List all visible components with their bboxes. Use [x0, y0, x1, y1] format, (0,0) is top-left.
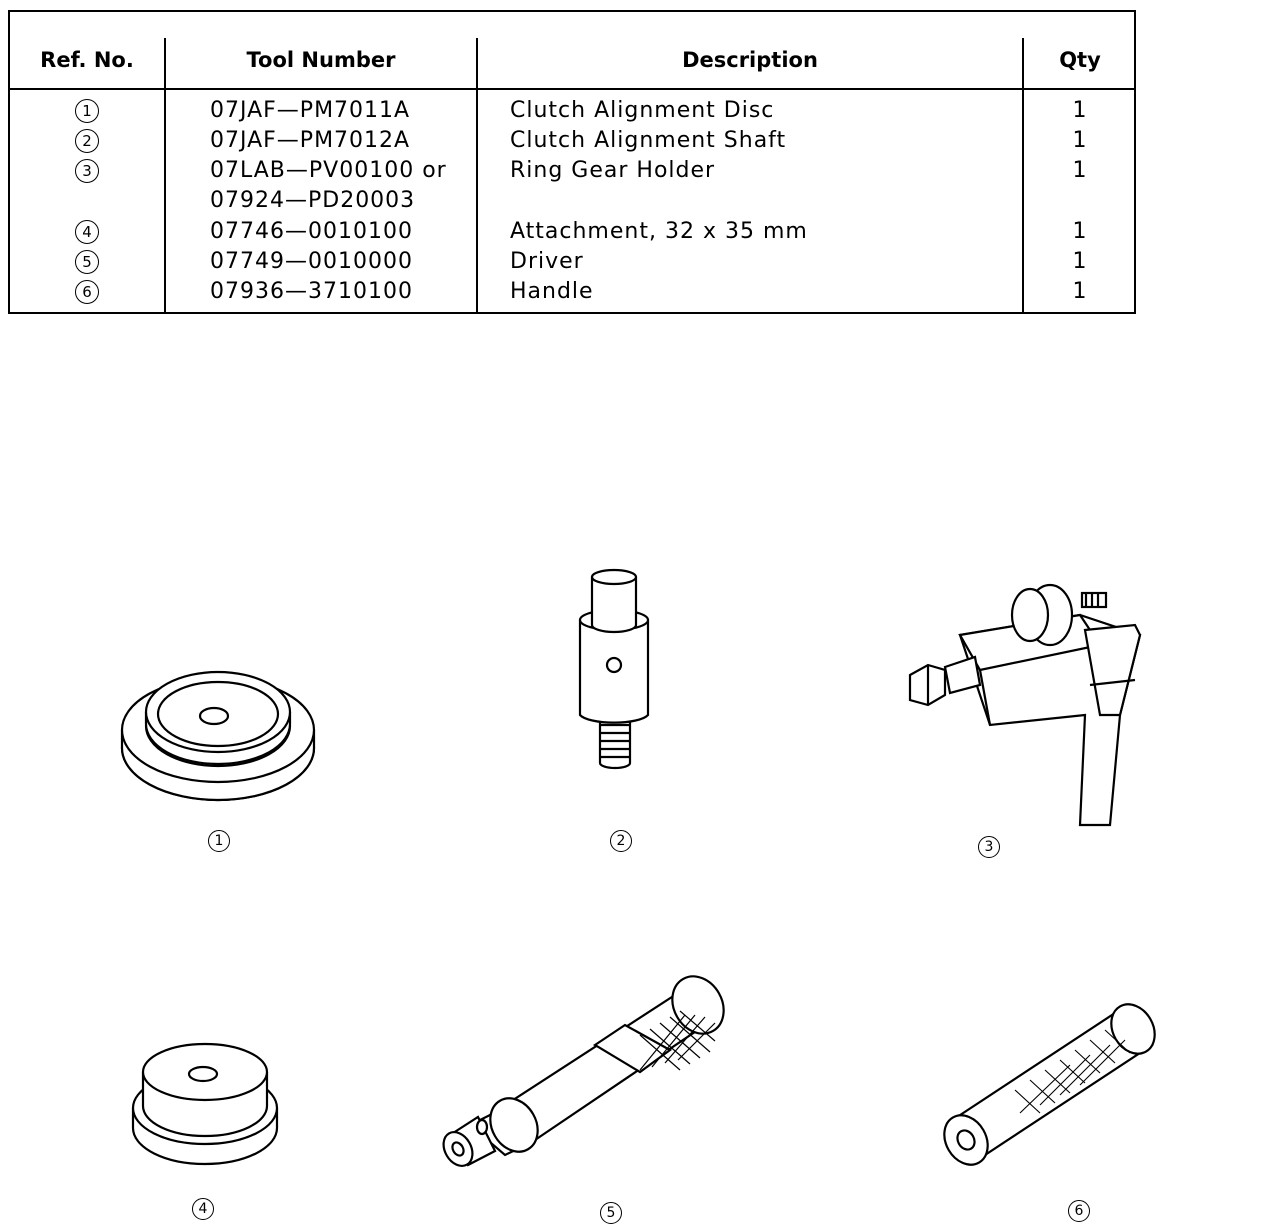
ring-gear-holder-illustration — [900, 575, 1150, 835]
table-row: 6 07936—3710100 Handle 1 — [10, 279, 1134, 309]
tool-description: Ring Gear Holder — [510, 158, 716, 183]
tool-qty: 1 — [1072, 128, 1088, 153]
tool-number: 07746—0010100 — [210, 219, 413, 244]
tool-qty: 1 — [1072, 279, 1088, 304]
clutch-alignment-disc-illustration — [110, 660, 330, 810]
ref-number: 4 — [75, 220, 99, 244]
tool-number: 07JAF—PM7011A — [210, 98, 411, 123]
ref-number: 3 — [75, 159, 99, 183]
tool-qty: 1 — [1072, 98, 1088, 123]
table-row: 5 07749—0010000 Driver 1 — [10, 249, 1134, 279]
tool-description: Driver — [510, 249, 584, 274]
figure-label: 6 — [1068, 1200, 1090, 1222]
tool-description: Handle — [510, 279, 594, 304]
table-row: 1 07JAF—PM7011A Clutch Alignment Disc 1 — [10, 98, 1134, 128]
tool-description: Attachment, 32 x 35 mm — [510, 219, 808, 244]
tool-description: Clutch Alignment Shaft — [510, 128, 787, 153]
tool-number: 07JAF—PM7012A — [210, 128, 411, 153]
tool-description: Clutch Alignment Disc — [510, 98, 775, 123]
special-tools-table: Ref. No. Tool Number Description Qty 1 0… — [8, 10, 1136, 314]
tool-number: 07936—3710100 — [210, 279, 413, 304]
figure-label: 1 — [208, 830, 230, 852]
column-divider — [476, 38, 478, 312]
tool-number: 07749—0010000 — [210, 249, 413, 274]
header-ref-no: Ref. No. — [40, 48, 134, 72]
figure-label: 5 — [600, 1202, 622, 1224]
driver-illustration — [430, 975, 740, 1175]
figure-label: 3 — [978, 836, 1000, 858]
handle-illustration — [930, 995, 1170, 1175]
tool-qty: 1 — [1072, 158, 1088, 183]
tool-number: 07LAB—PV00100 or — [210, 158, 447, 183]
table-row: 07924—PD20003 — [10, 188, 1134, 218]
tool-qty: 1 — [1072, 249, 1088, 274]
figure-label: 2 — [610, 830, 632, 852]
table-row: 4 07746—0010100 Attachment, 32 x 35 mm 1 — [10, 219, 1134, 249]
ref-number: 1 — [75, 99, 99, 123]
tool-number: 07924—PD20003 — [210, 188, 416, 213]
table-header: Ref. No. Tool Number Description Qty — [10, 12, 1134, 90]
header-tool-number: Tool Number — [246, 48, 396, 72]
attachment-illustration — [125, 1040, 285, 1170]
column-divider — [1022, 38, 1024, 312]
ref-number: 5 — [75, 250, 99, 274]
ref-number: 6 — [75, 280, 99, 304]
table-row: 2 07JAF—PM7012A Clutch Alignment Shaft 1 — [10, 128, 1134, 158]
column-divider — [164, 38, 166, 312]
clutch-alignment-shaft-illustration — [570, 565, 660, 775]
tool-qty: 1 — [1072, 219, 1088, 244]
table-row: 3 07LAB—PV00100 or Ring Gear Holder 1 — [10, 158, 1134, 188]
ref-number: 2 — [75, 129, 99, 153]
figure-label: 4 — [192, 1198, 214, 1220]
header-description: Description — [682, 48, 818, 72]
header-qty: Qty — [1059, 48, 1101, 72]
